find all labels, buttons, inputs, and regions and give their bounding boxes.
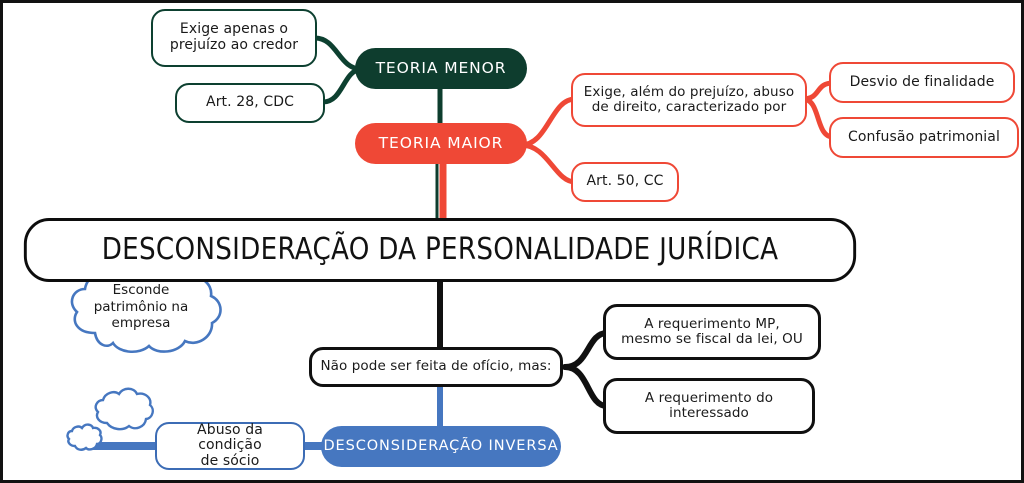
node-nao-pode-ser-feita-de-oficio[interactable]: Não pode ser feita de ofício, mas: <box>309 347 563 387</box>
node-desconsideracao-inversa[interactable]: DESCONSIDERAÇÃO INVERSA <box>321 426 561 467</box>
cloud-puff-shapes <box>66 387 154 451</box>
node-art-28-cdc[interactable]: Art. 28, CDC <box>175 83 325 123</box>
node-requerimento-interessado[interactable]: A requerimento do interessado <box>603 378 815 434</box>
edge-teoria-maior-to-exige-alem <box>518 96 578 148</box>
cloud-esconde-patrimonio: Esconde patrimônio na empresa <box>65 261 217 353</box>
node-desvio-de-finalidade[interactable]: Desvio de finalidade <box>829 62 1015 103</box>
node-exige-apenas-prejuizo[interactable]: Exige apenas o prejuízo ao credor <box>151 9 317 67</box>
node-requerimento-mp[interactable]: A requerimento MP, mesmo se fiscal da le… <box>603 304 821 360</box>
node-abuso-da-condicao-de-socio[interactable]: Abuso da condição de sócio <box>155 422 305 470</box>
edge-oficio-to-requerimento-mp <box>562 330 610 370</box>
node-teoria-maior[interactable]: TEORIA MAIOR <box>355 123 527 164</box>
edge-oficio-to-requerimento-interessado <box>562 364 610 409</box>
node-exige-alem-do-prejuizo[interactable]: Exige, além do prejuízo, abuso de direit… <box>571 73 807 127</box>
edge-exige-prejuizo-to-teoria-menor <box>312 35 364 72</box>
cloud-esconde-patrimonio-label: Esconde patrimônio na empresa <box>93 282 189 332</box>
node-confusao-patrimonial[interactable]: Confusão patrimonial <box>829 117 1019 158</box>
edge-teoria-maior-to-art50 <box>518 142 578 185</box>
node-art-50-cc[interactable]: Art. 50, CC <box>571 162 679 202</box>
node-teoria-menor[interactable]: TEORIA MENOR <box>355 48 527 89</box>
